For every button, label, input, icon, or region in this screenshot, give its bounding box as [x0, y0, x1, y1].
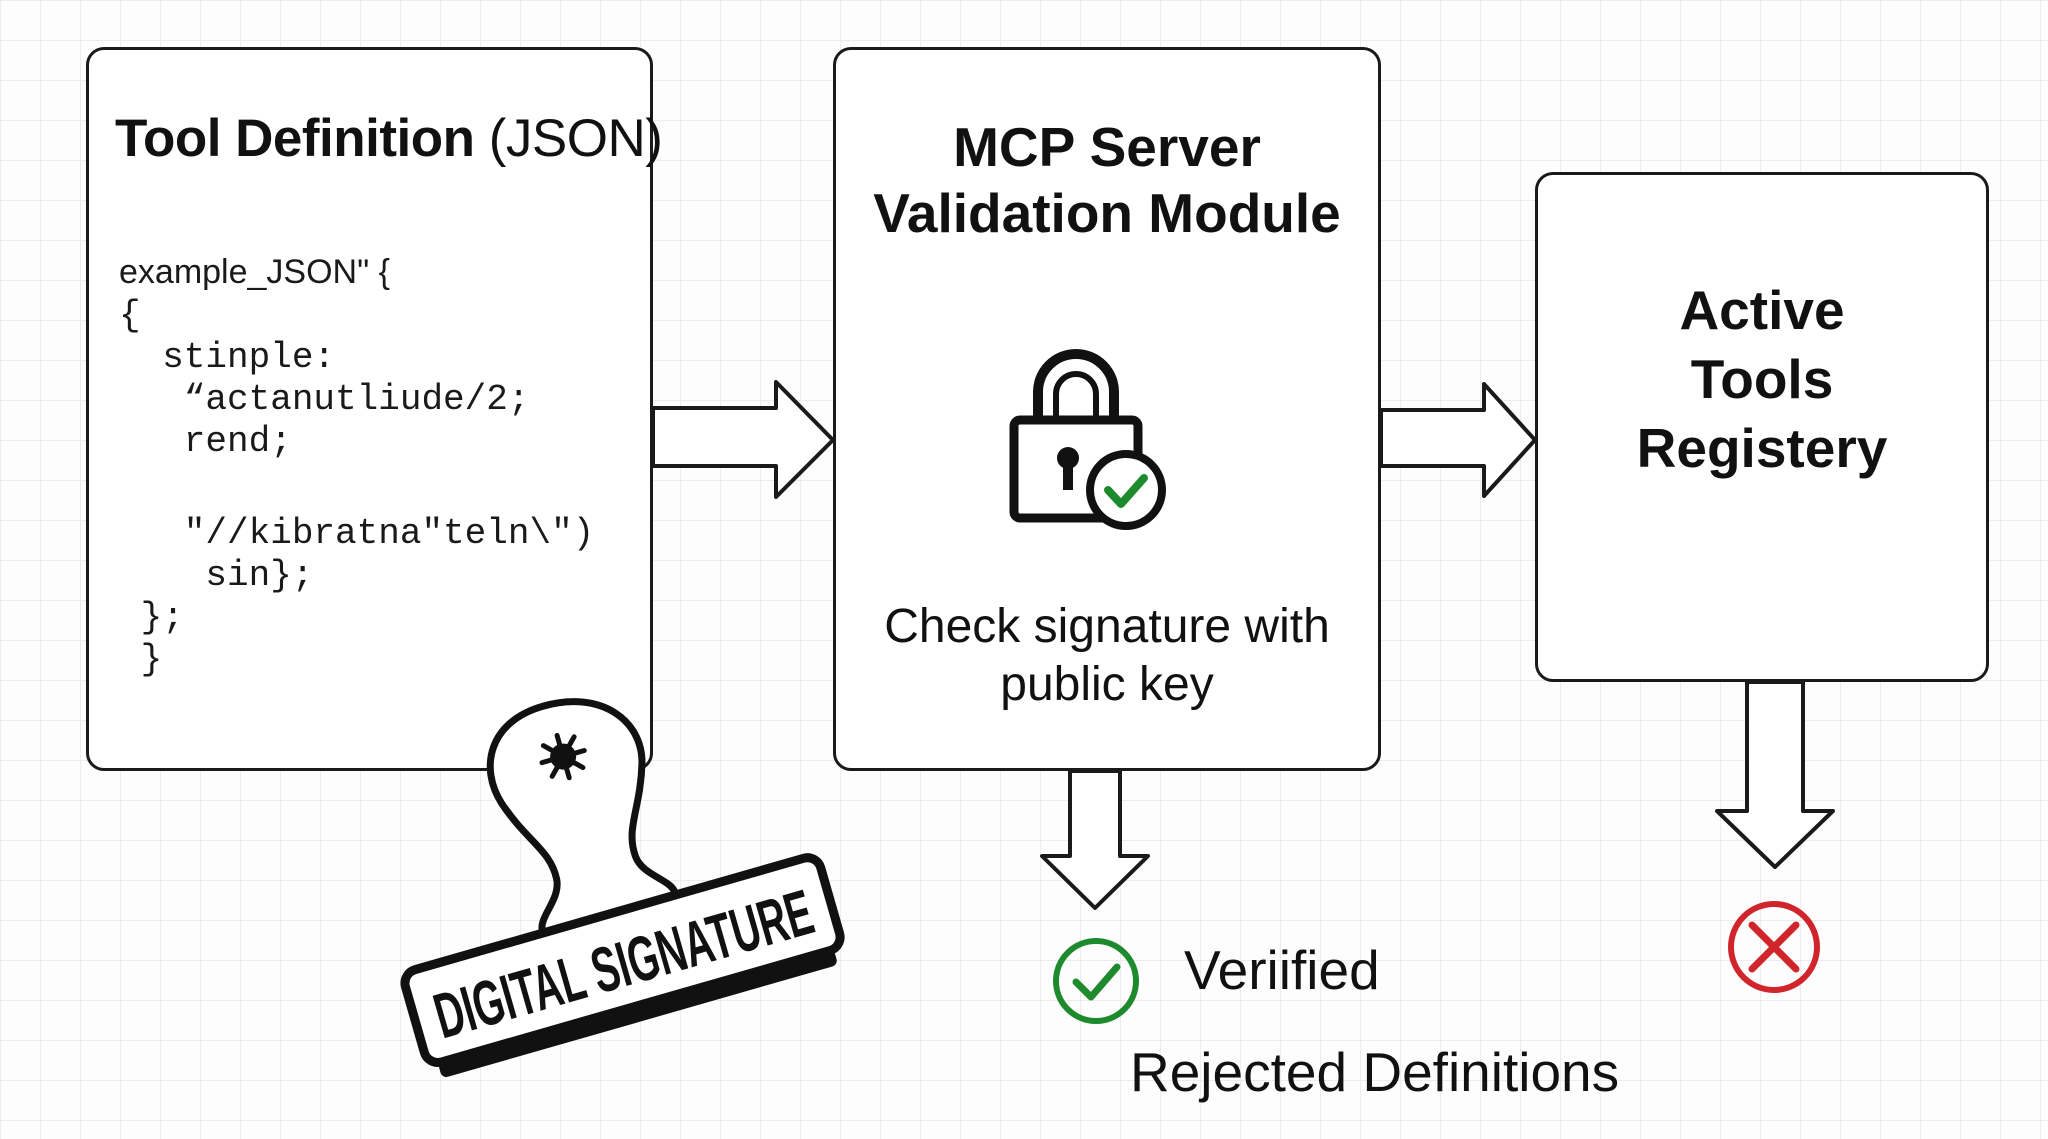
tool-definition-box: Tool Definition (JSON) example_JSON" { {… — [86, 47, 663, 771]
rejected-x-icon — [1728, 901, 1820, 993]
mcp-description: Check signature with public key — [884, 600, 1330, 711]
code-line-9: }; — [119, 597, 184, 638]
code-line-2: { — [119, 295, 141, 336]
code-line-8: sin}; — [119, 555, 314, 596]
arrow-mcp-to-registry — [1379, 382, 1537, 498]
code-line-10: } — [119, 639, 163, 680]
code-line-3: stinple: — [119, 337, 336, 378]
tool-definition-title: Tool Definition (JSON) — [115, 108, 663, 169]
code-line-7: "//kibratna"teln\") — [119, 513, 595, 554]
rejected-definitions-label: Rejected Definitions — [1130, 1041, 1620, 1103]
tool-definition-title-bold: Tool Definition — [115, 109, 475, 168]
registry-title-line1: Active — [1679, 279, 1845, 341]
arrow-mcp-down — [1040, 769, 1150, 910]
arrow-registry-down — [1715, 680, 1835, 869]
code-line-5: rend; — [119, 421, 292, 462]
code-line-4: “actanutliude/2; — [119, 379, 530, 420]
mcp-title-line1: MCP Server — [953, 116, 1261, 178]
stamp-knob-emblem-icon — [539, 732, 587, 781]
arrow-tool-to-mcp — [651, 380, 835, 499]
tool-definition-title-suffix: (JSON) — [474, 109, 663, 168]
code-line-1: example_JSON" { — [119, 253, 390, 291]
verified-label: Veriified — [1184, 939, 1380, 1001]
registry-title-line3: Registery — [1636, 417, 1888, 479]
verified-check-icon — [1053, 938, 1139, 1024]
lock-check-icon — [1009, 349, 1166, 530]
registry-title-line2: Tools — [1690, 348, 1834, 410]
mcp-title-line2: Validation Module — [873, 182, 1341, 244]
active-tools-registry-box: Active Tools Registery — [1535, 172, 1989, 682]
